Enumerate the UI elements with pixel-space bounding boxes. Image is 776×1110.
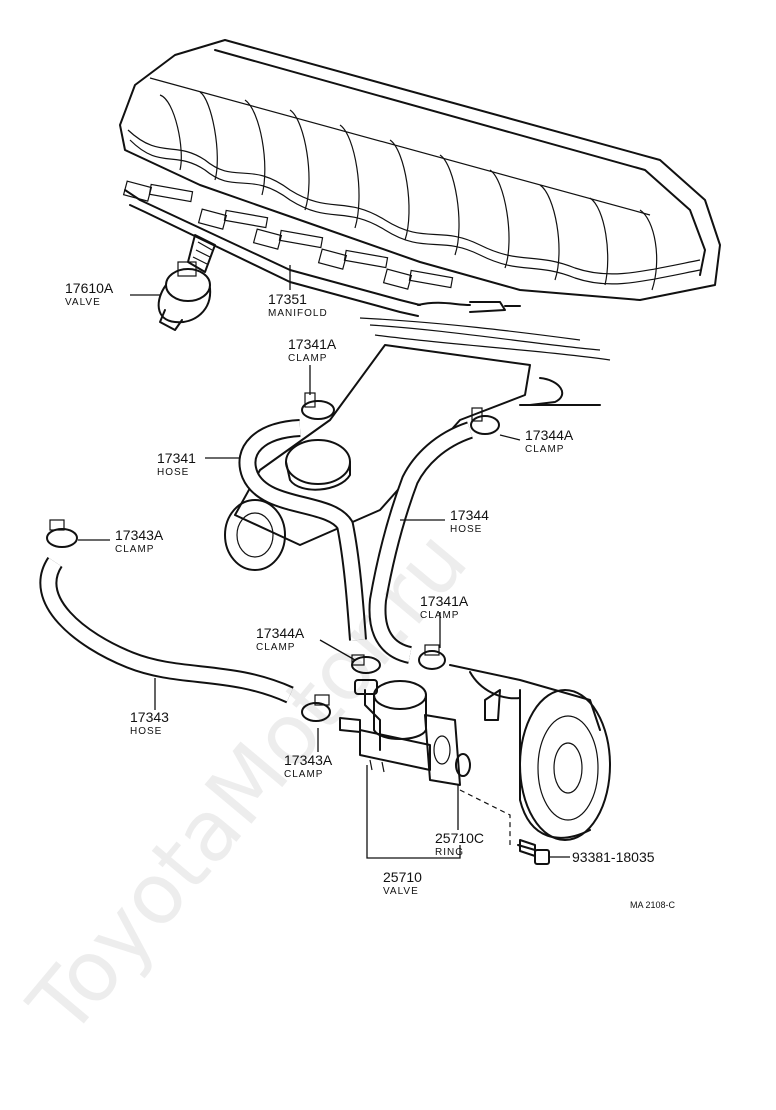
clamp-17343a-lower-icon [301, 694, 331, 722]
valve-25710-part [339, 679, 471, 786]
label-bolt-93381: 93381-18035 [572, 849, 655, 865]
svg-text:17344A: 17344A [525, 427, 574, 443]
label-valve-25710: 25710 VALVE [383, 869, 422, 897]
clamp-17343a-top-icon [46, 519, 78, 548]
svg-text:HOSE: HOSE [157, 467, 189, 478]
label-manifold-17351: 17351 MANIFOLD [268, 291, 328, 319]
label-hose-17344: 17344 HOSE [450, 507, 489, 535]
label-clamp-17344a-lower: 17344A CLAMP [256, 625, 305, 653]
svg-text:CLAMP: CLAMP [420, 610, 459, 621]
label-hose-17341: 17341 HOSE [157, 450, 196, 478]
svg-text:17341A: 17341A [288, 336, 337, 352]
svg-text:17344: 17344 [450, 507, 489, 523]
svg-text:CLAMP: CLAMP [284, 769, 323, 780]
svg-text:VALVE: VALVE [65, 297, 101, 308]
svg-text:CLAMP: CLAMP [525, 444, 564, 455]
hose-17343-part [39, 557, 294, 704]
svg-text:17343A: 17343A [115, 527, 164, 543]
label-clamp-17343a-top: 17343A CLAMP [115, 527, 164, 555]
svg-text:VALVE: VALVE [383, 886, 419, 897]
svg-text:CLAMP: CLAMP [256, 642, 295, 653]
bolt-93381-icon [517, 839, 550, 865]
svg-text:17341A: 17341A [420, 593, 469, 609]
clamp-17341a-lower-icon [418, 644, 446, 670]
svg-text:CLAMP: CLAMP [288, 353, 327, 364]
clamp-17344a-lower-icon [351, 654, 381, 674]
label-clamp-17344a-right: 17344A CLAMP [525, 427, 574, 455]
clamp-icons [46, 392, 500, 722]
air-pump-canister [449, 664, 611, 845]
watermark: ToyotaMotor.ru [10, 512, 486, 1053]
label-clamp-17343a-lower: 17343A CLAMP [284, 752, 333, 780]
clamp-17344a-right-icon [470, 407, 500, 435]
svg-text:HOSE: HOSE [130, 726, 162, 737]
label-valve-17610a: 17610A VALVE [65, 280, 114, 308]
intake-housing [224, 317, 611, 571]
svg-text:17610A: 17610A [65, 280, 114, 296]
label-ring-25710c: 25710C RING [435, 830, 484, 858]
svg-text:25710: 25710 [383, 869, 422, 885]
hose-17344-part [368, 421, 474, 664]
hose-17341-part [238, 419, 367, 641]
clamp-17341a-top-icon [301, 392, 335, 420]
svg-text:HOSE: HOSE [450, 524, 482, 535]
svg-text:93381-18035: 93381-18035 [572, 849, 655, 865]
svg-text:RING: RING [435, 847, 464, 858]
label-hose-17343: 17343 HOSE [130, 709, 169, 737]
air-injection-manifold [122, 180, 521, 317]
cylinder-head-cover [119, 39, 721, 301]
svg-text:17343A: 17343A [284, 752, 333, 768]
svg-text:17351: 17351 [268, 291, 307, 307]
svg-text:MANIFOLD: MANIFOLD [268, 308, 328, 319]
label-clamp-17341a-top: 17341A CLAMP [288, 336, 337, 364]
svg-text:25710C: 25710C [435, 830, 484, 846]
leader-lines [78, 265, 570, 859]
figure-reference: MA 2108-C [630, 900, 676, 910]
svg-text:17343: 17343 [130, 709, 169, 725]
svg-text:17341: 17341 [157, 450, 196, 466]
label-clamp-17341a-lower: 17341A CLAMP [420, 593, 469, 621]
svg-text:17344A: 17344A [256, 625, 305, 641]
valve-17610a-part [157, 261, 212, 331]
svg-text:CLAMP: CLAMP [115, 544, 154, 555]
